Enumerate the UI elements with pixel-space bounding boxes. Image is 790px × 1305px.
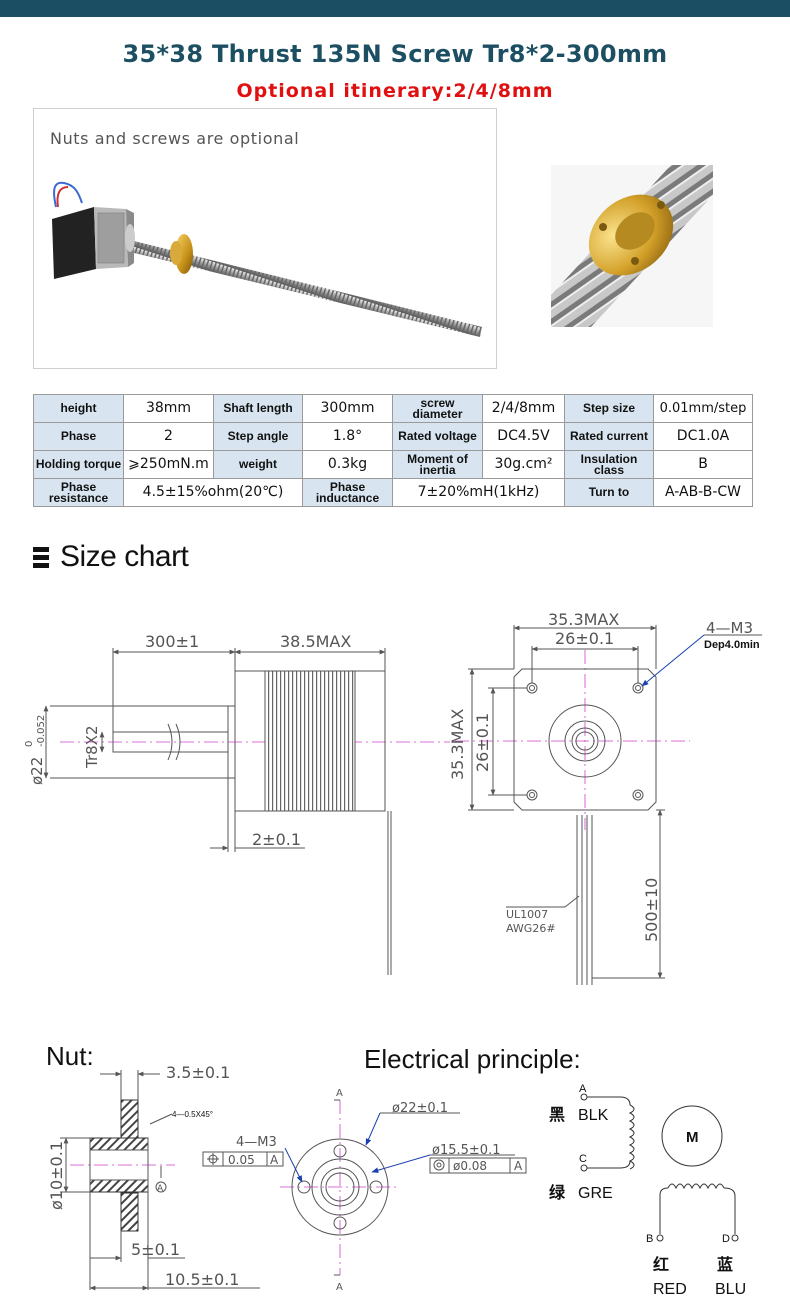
spec-value: 7±20%mH(1kHz) xyxy=(392,478,565,507)
wire-red-cn: 红 xyxy=(653,1255,669,1274)
spec-key: Turn to xyxy=(564,478,654,507)
wire-blue-cn: 蓝 xyxy=(717,1255,733,1274)
electrical-schematic xyxy=(580,1093,739,1242)
nut-section-label-bottom: A xyxy=(336,1282,343,1293)
spec-key: Step angle xyxy=(213,422,303,451)
spec-value: A-AB-B-CW xyxy=(653,478,753,507)
side-thread-label: Tr8X2 xyxy=(83,726,101,770)
product-photo: Nuts and screws are optional xyxy=(33,108,497,369)
nut-position-tolerance: 0.05 xyxy=(228,1153,255,1167)
front-dim-height: 35.3MAX xyxy=(448,709,467,780)
wire-black: BLK xyxy=(578,1107,609,1124)
wire-red: RED xyxy=(653,1281,687,1298)
nut-flange-diameter: ø22±0.1 xyxy=(392,1101,448,1116)
table-row: height 38mm Shaft length 300mm screw dia… xyxy=(33,394,753,423)
spec-value: 4.5±15%ohm(20℃) xyxy=(123,478,303,507)
spec-key: Rated voltage xyxy=(392,422,483,451)
spec-value: 0.01mm/step xyxy=(653,394,753,423)
side-dim-body: 38.5MAX xyxy=(280,632,351,651)
nut-hub-diameter: ø15.5±0.1 xyxy=(432,1143,500,1158)
page-subtitle: Optional itinerary:2/4/8mm xyxy=(236,80,554,102)
front-holes-label: 4—M3 xyxy=(706,619,753,637)
spec-key: Phase resistance xyxy=(33,478,124,507)
nut-front-drawing xyxy=(280,1099,400,1276)
photo-caption: Nuts and screws are optional xyxy=(50,129,300,148)
nut-heading: Nut: xyxy=(46,1041,94,1071)
nut-dim-flange: 3.5±0.1 xyxy=(166,1063,230,1082)
position-tolerance-frame xyxy=(202,1151,284,1167)
menu-bars-icon xyxy=(33,547,49,569)
side-dim-flange: 2±0.1 xyxy=(252,830,301,849)
nut-photo xyxy=(551,165,713,327)
motor-with-screw-illustration xyxy=(52,181,482,337)
wire-black-cn: 黑 xyxy=(549,1106,565,1124)
spec-value: ⩾250mN.m xyxy=(123,450,214,479)
pin-c: C xyxy=(579,1153,587,1165)
spec-key: Step size xyxy=(564,394,654,423)
electrical-heading: Electrical principle: xyxy=(364,1044,581,1074)
spec-key: Phase inductance xyxy=(302,478,393,507)
wire-spec-2: AWG26# xyxy=(506,922,556,935)
spec-value: 38mm xyxy=(123,394,214,423)
side-dim-boss-tol-lower: -0.052 xyxy=(36,715,47,747)
concentricity-tolerance-frame xyxy=(429,1157,527,1174)
wire-length: 500±10 xyxy=(642,878,661,942)
nut-datum: A xyxy=(157,1184,164,1194)
front-depth-label: Dep4.0min xyxy=(704,639,760,651)
wire-green: GRE xyxy=(578,1185,613,1202)
pin-d: D xyxy=(722,1233,730,1245)
front-dim-hole-spacing: 26±0.1 xyxy=(555,629,614,648)
table-row: Phase resistance 4.5±15%ohm(20℃) Phase i… xyxy=(33,478,753,507)
spec-value: 1.8° xyxy=(302,422,393,451)
spec-key: Shaft length xyxy=(213,394,303,423)
nut-holes: 4—M3 xyxy=(236,1135,277,1150)
side-view-drawing xyxy=(43,648,450,975)
motor-symbol: M xyxy=(686,1129,699,1146)
spec-value: DC1.0A xyxy=(653,422,753,451)
page-title: 35*38 Thrust 135N Screw Tr8*2-300mm xyxy=(122,40,668,68)
nut-dim-bore: ø10±0.1 xyxy=(47,1141,66,1210)
header-bar xyxy=(0,0,790,17)
side-dim-length: 300±1 xyxy=(145,632,199,651)
wire-blue: BLU xyxy=(715,1281,746,1298)
nut-concentricity-tolerance: ø0.08 xyxy=(453,1159,487,1173)
wire-spec-1: UL1007 xyxy=(506,908,548,921)
nut-conc-datum: A xyxy=(514,1159,523,1173)
nut-dim-total: 10.5±0.1 xyxy=(165,1270,239,1289)
nut-section-drawing xyxy=(60,1070,260,1291)
spec-value: 30g.cm² xyxy=(482,450,565,479)
spec-value: 2/4/8mm xyxy=(482,394,565,423)
front-view-drawing xyxy=(455,625,690,985)
front-dim-hole-spacing-v: 26±0.1 xyxy=(473,713,492,772)
pin-b: B xyxy=(646,1233,653,1245)
spec-key: height xyxy=(33,394,124,423)
spec-table: height 38mm Shaft length 300mm screw dia… xyxy=(33,394,753,507)
side-dim-boss: ø22 xyxy=(28,757,46,785)
wire-green-cn: 绿 xyxy=(549,1183,566,1202)
spec-key: Moment of inertia xyxy=(392,450,483,479)
side-dim-boss-tol-upper: 0 xyxy=(24,741,35,747)
pin-a: A xyxy=(579,1083,587,1095)
nut-pos-datum: A xyxy=(270,1153,279,1167)
nut-section-label-top: A xyxy=(336,1088,343,1099)
spec-value: 0.3kg xyxy=(302,450,393,479)
nut-dim-step: 5±0.1 xyxy=(131,1240,180,1259)
spec-value: 300mm xyxy=(302,394,393,423)
size-chart-title: Size chart xyxy=(60,540,189,573)
spec-key: screw diameter xyxy=(392,394,483,423)
spec-key: Rated current xyxy=(564,422,654,451)
nut-chamfer: 4—0.5X45° xyxy=(172,1110,213,1119)
spec-key: weight xyxy=(213,450,303,479)
spec-value: B xyxy=(653,450,753,479)
front-dim-width: 35.3MAX xyxy=(548,610,619,629)
spec-value: 2 xyxy=(123,422,214,451)
